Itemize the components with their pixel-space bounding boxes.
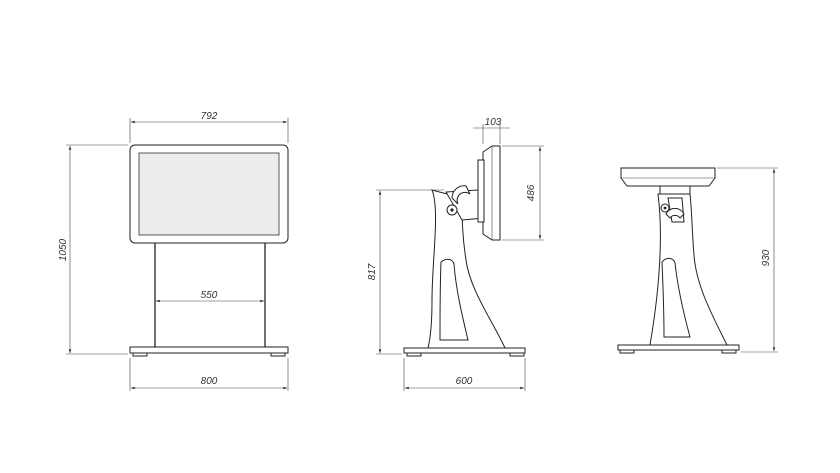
rear-base-plate: [617, 344, 740, 351]
front-base-plate: [129, 346, 289, 354]
dim-front-width-top: 792: [129, 111, 289, 143]
rear-monitor: [620, 167, 716, 187]
side-tilt-arc: [451, 185, 471, 205]
dim-side-height: 817: [367, 189, 444, 355]
dim-front-post-spacing: 550: [155, 290, 265, 303]
dim-front-height: 1050: [58, 144, 128, 355]
side-monitor: [482, 145, 501, 241]
side-view: 103 486 817 600: [367, 117, 544, 391]
dim-label-817: 817: [367, 263, 378, 280]
rear-base-foot-right: [721, 349, 737, 354]
side-monitor-back: [477, 159, 485, 223]
dim-side-depth-top: 103: [473, 117, 510, 144]
rear-column-slot: [661, 257, 691, 338]
side-tilt-knob-center: [450, 208, 454, 212]
rear-side-view: 930: [617, 167, 778, 354]
dim-rear-height: 930: [717, 167, 778, 353]
dim-front-base-width: 800: [129, 358, 289, 391]
rear-tilt-arc: [665, 207, 685, 219]
dim-label-103: 103: [485, 117, 502, 128]
dim-label-800: 800: [201, 376, 218, 387]
rear-mount-plate: [659, 185, 691, 195]
side-base-foot-left: [406, 352, 422, 357]
dim-label-1050: 1050: [58, 238, 69, 261]
dim-label-930: 930: [761, 249, 772, 266]
dim-label-600: 600: [456, 376, 473, 387]
front-view: 792 1050 550 800: [58, 111, 289, 391]
rear-column: [649, 193, 728, 346]
rear-base-foot-left: [619, 349, 635, 354]
dim-side-base-depth: 600: [403, 358, 526, 391]
front-base-foot-left: [132, 352, 148, 357]
front-monitor-screen: [138, 152, 280, 236]
front-base-foot-right: [270, 352, 286, 357]
rear-tilt-knob-center: [663, 206, 667, 210]
dim-label-550: 550: [201, 290, 218, 301]
dim-label-792: 792: [201, 111, 218, 122]
dim-side-panel-height: 486: [502, 145, 544, 241]
side-column-slot: [439, 258, 469, 341]
dim-label-486: 486: [526, 184, 537, 201]
side-base-foot-right: [509, 352, 525, 357]
side-base-plate: [403, 347, 526, 354]
